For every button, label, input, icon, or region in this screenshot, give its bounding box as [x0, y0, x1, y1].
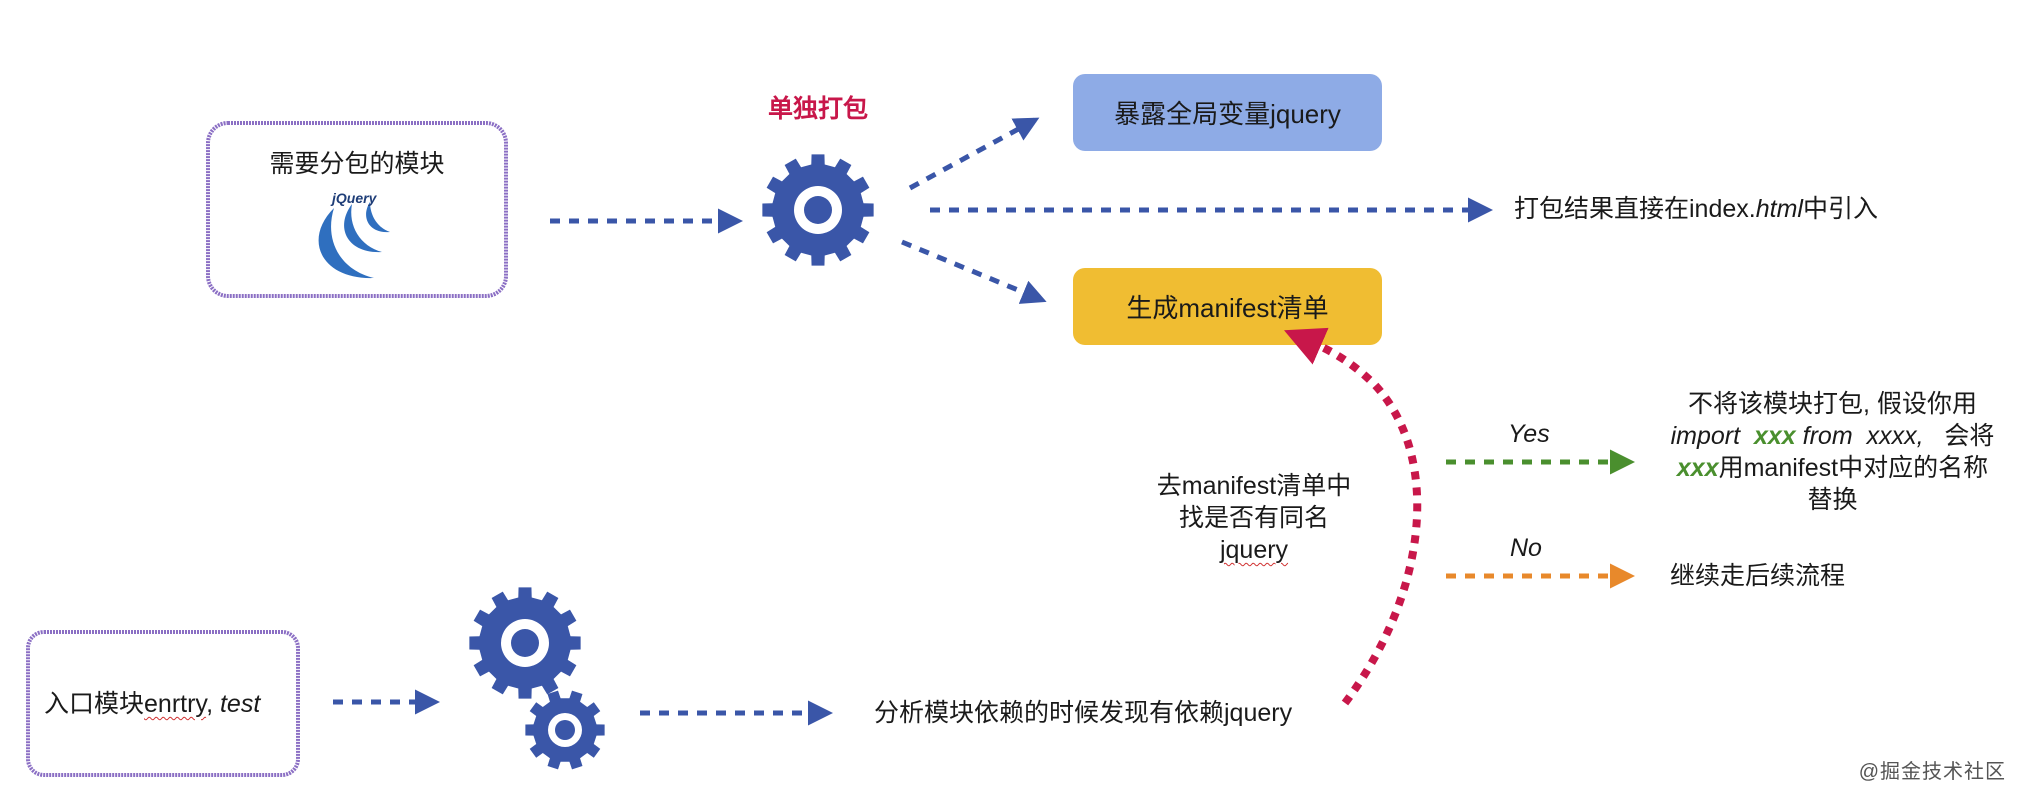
yes-line2-c: from [1802, 422, 1853, 450]
gear-hub [511, 629, 539, 657]
yes-line3-b: 用manifest中对应的名称 [1718, 454, 1989, 482]
watermark: @掘金技术社区 [1858, 761, 2006, 783]
analyze-label: 分析模块依赖的时候发现有依赖jquery [874, 699, 1293, 727]
no-result-label: 继续走后续流程 [1670, 562, 1846, 590]
no-label: No [1510, 534, 1542, 562]
direct-include-italic: html [1755, 195, 1803, 223]
split-module-title: 需要分包的模块 [269, 150, 445, 178]
yes-label: Yes [1508, 420, 1550, 448]
expose-global-box [1073, 74, 1382, 151]
arrow-icon [901, 239, 1047, 304]
gear-hub [555, 720, 575, 740]
yes-result-label: 不将该模块打包, 假设你用 import xxx from xxxx, 会将 x… [1660, 388, 2005, 516]
direct-include-prefix: 打包结果直接在index. [1514, 195, 1756, 223]
lookup-line2: 找是否有同名 [1178, 504, 1329, 532]
yes-line1: 不将该模块打包, 假设你用 [1688, 390, 1977, 418]
jquery-logo-text: jQuery [332, 190, 377, 206]
yes-line2-d: xxxx, [1866, 422, 1924, 450]
yes-line2-a: import [1670, 422, 1741, 450]
lookup-label: 去manifest清单中 找是否有同名 jquery [1140, 470, 1368, 566]
arrow-icon [908, 117, 1040, 191]
jquery-logo-icon [318, 202, 390, 279]
gear-icon [762, 154, 874, 266]
yes-line2-e: 会将 [1944, 422, 1995, 450]
bundle-alone-label: 单独打包 [768, 95, 869, 123]
manifest-box [1073, 268, 1382, 345]
yes-line2-b: xxx [1753, 422, 1796, 450]
entry-module-label: 入口模块enrtry, test [44, 688, 260, 720]
lookup-arrow [1283, 327, 1422, 706]
manifest-label: 生成manifest清单 [1126, 293, 1329, 323]
lookup-line3: jquery [1219, 536, 1289, 564]
yes-line4: 替换 [1807, 486, 1858, 514]
entry-squiggle: enrtry [144, 690, 207, 718]
entry-italic: test [219, 690, 261, 718]
entry-module-box [26, 630, 300, 777]
yes-line3-a: xxx [1676, 454, 1719, 482]
entry-sep: , [206, 690, 220, 718]
direct-include-suffix: 中引入 [1802, 195, 1878, 223]
entry-prefix: 入口模块 [44, 690, 145, 718]
direct-include-label: 打包结果直接在index.html中引入 [1514, 193, 1878, 225]
gear-icon [469, 587, 581, 699]
gear-hub [804, 196, 832, 224]
gear-icon [525, 690, 605, 770]
lookup-line1: 去manifest清单中 [1156, 472, 1352, 500]
split-module-box [206, 121, 508, 298]
expose-global-label: 暴露全局变量jquery [1114, 99, 1341, 129]
